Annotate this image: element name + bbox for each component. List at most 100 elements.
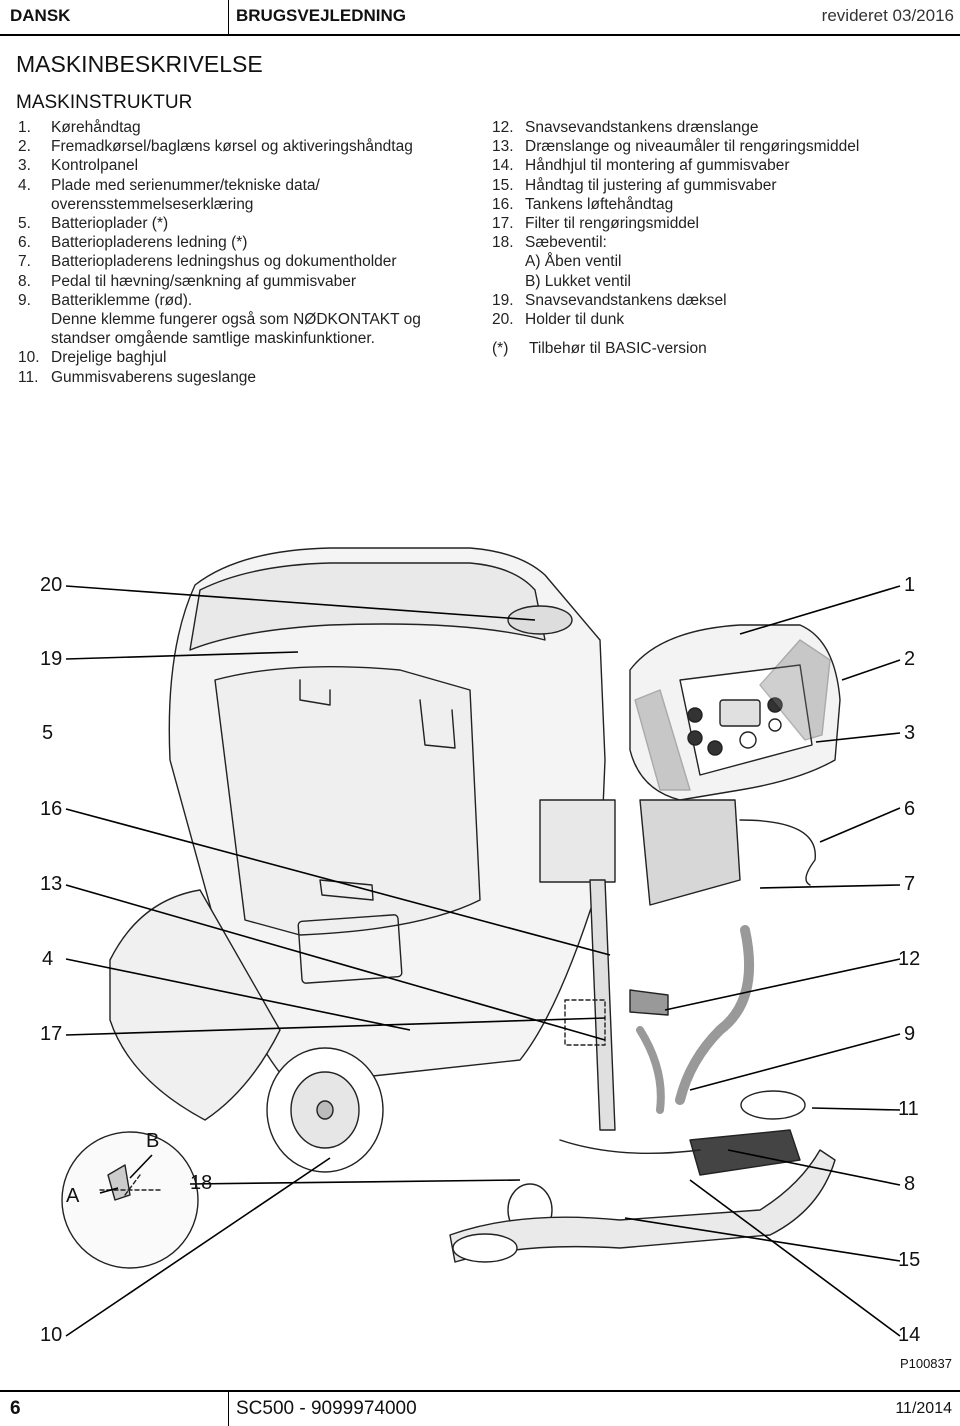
- inset-label-a: A: [66, 1185, 80, 1207]
- drain-hose: [675, 925, 755, 1105]
- callout-10: 10: [40, 1324, 63, 1346]
- callout-15: 15: [898, 1249, 921, 1271]
- list-item: 2.Fremadkørsel/baglæns kørsel og aktiver…: [18, 137, 458, 156]
- brush-deck: [109, 889, 281, 1121]
- charger-cable: [739, 819, 816, 886]
- list-item: 17. Filter til rengøringsmiddel: [492, 214, 932, 233]
- section-title: MASKINSTRUKTUR: [16, 92, 193, 113]
- item-text: Drejelige baghjul: [51, 349, 167, 367]
- item-text: Pedal til hævning/sænkning af gummisvabe…: [51, 272, 356, 290]
- list-item: 13.Drænslange og niveaumåler til rengøri…: [492, 137, 932, 156]
- item-number: 9.: [18, 291, 31, 309]
- callout-17: 17: [40, 1023, 63, 1045]
- callout-4: 4: [42, 948, 54, 970]
- list-item: 15.Håndtag til justering af gummisvaber: [492, 176, 932, 195]
- squeegee-hose: [636, 1026, 665, 1114]
- header-language: DANSK: [10, 6, 71, 25]
- detergent-filter: [564, 999, 606, 1046]
- item-number: 10.: [18, 349, 40, 367]
- callout-18: 18: [190, 1172, 213, 1194]
- item-number: 8.: [18, 272, 31, 290]
- page-title: MASKINBESKRIVELSE: [16, 51, 263, 77]
- list-item: 19. Snavsevandstankens dæksel: [492, 291, 932, 310]
- item-number: 19.: [492, 291, 514, 309]
- header-doc-type: BRUGSVEJLEDNING: [236, 6, 407, 25]
- item-text: Kontrolpanel: [51, 157, 139, 175]
- display-screen: [719, 699, 761, 727]
- list-item: 7.Batteriopladerens ledningshus og dokum…: [18, 252, 458, 271]
- list-item: 3. Kontrolpanel: [18, 156, 458, 175]
- list-item: 5. Batterioplader (*): [18, 214, 458, 233]
- item-text: Tankens løftehåndtag: [525, 195, 674, 213]
- item-text: overensstemmelseserklæring: [51, 195, 254, 213]
- item-number: 3.: [18, 157, 31, 175]
- callout-13: 13: [40, 873, 63, 895]
- squeegee-wheel-left: [452, 1233, 518, 1263]
- item-text: Denne klemme fungerer også som NØDKONTAK…: [51, 311, 421, 329]
- model-number: SC500 - 9099974000: [236, 1398, 417, 1419]
- list-item: 14. Håndhjul til montering af gummisvaber: [492, 156, 932, 175]
- list-item: overensstemmelseserklæring: [18, 195, 458, 214]
- item-number: 17.: [492, 215, 514, 233]
- soap-valve-inset: [61, 1131, 199, 1269]
- item-number: 6.: [18, 234, 31, 252]
- item-text: Snavsevandstankens dæksel: [525, 291, 727, 309]
- callout-14: 14: [898, 1324, 921, 1346]
- list-item: 6. Batteriopladerens ledning (*): [18, 233, 458, 252]
- callout-12: 12: [898, 948, 921, 970]
- squeegee: [449, 1149, 836, 1263]
- callout-20: 20: [40, 574, 63, 596]
- item-text: B) Lukket ventil: [525, 272, 631, 290]
- item-text: Kørehåndtag: [51, 119, 141, 136]
- squeegee-knob: [740, 1090, 806, 1120]
- item-text: Sæbeventil:: [525, 234, 607, 252]
- item-text: A) Åben ventil: [525, 253, 622, 271]
- item-number: 11.: [18, 368, 39, 386]
- footnote-marker: (*): [492, 340, 509, 358]
- tank-lid: [189, 562, 546, 651]
- cable-housing: [639, 799, 741, 906]
- item-number: 12.: [492, 119, 514, 136]
- list-item: 9. Batteriklemme (rød).: [18, 291, 458, 310]
- item-text: Snavsevandstankens drænslange: [525, 119, 759, 136]
- list-item: A) Åben ventil: [492, 252, 932, 271]
- callout-19: 19: [40, 648, 63, 670]
- battery-charger: [539, 799, 616, 883]
- footer-rule: [0, 1390, 960, 1392]
- item-text: Batterioplader (*): [51, 215, 169, 233]
- callout-6: 6: [904, 798, 916, 820]
- page-number: 6: [10, 1398, 21, 1419]
- item-text: Gummisvaberens sugeslange: [51, 368, 257, 386]
- item-text: Filter til rengøringsmiddel: [525, 215, 699, 233]
- item-text: Håndtag til justering af gummisvaber: [525, 176, 777, 194]
- item-number: 5.: [18, 215, 31, 233]
- item-text: standser omgående samtlige maskinfunktio…: [51, 330, 375, 348]
- canister-holder: [507, 605, 573, 635]
- item-number: 18.: [492, 234, 514, 252]
- callout-5: 5: [42, 722, 54, 744]
- item-text: Batteriklemme (rød).: [51, 291, 193, 309]
- list-item: 1.Kørehåndtag: [18, 118, 458, 137]
- item-text: Batteriopladerens ledning (*): [51, 234, 248, 252]
- page-header: DANSK BRUGSVEJLEDNING revideret 03/2016: [0, 0, 960, 36]
- callout-1: 1: [904, 574, 916, 596]
- item-number: 4.: [18, 176, 31, 194]
- page-footer: 6 SC500 - 9099974000 11/2014: [0, 1390, 960, 1426]
- figure-code: P100837: [899, 1356, 952, 1371]
- item-number: 14.: [492, 157, 514, 175]
- footnote-text: Tilbehør til BASIC-version: [529, 340, 707, 358]
- list-item: 10. Drejelige baghjul: [18, 348, 458, 367]
- header-rule: [0, 34, 960, 36]
- item-text: Plade med serienummer/tekniske data/: [51, 176, 320, 194]
- header-revision: revideret 03/2016: [821, 6, 954, 25]
- footnote: (*) Tilbehør til BASIC-version: [492, 339, 932, 358]
- list-item: 4. Plade med serienummer/tekniske data/: [18, 176, 458, 195]
- parts-list-left: 1.Kørehåndtag 2.Fremadkørsel/baglæns kør…: [18, 118, 458, 387]
- footer-divider: [228, 1392, 229, 1426]
- tank-front: [214, 665, 481, 936]
- item-text: Håndhjul til montering af gummisvaber: [525, 157, 790, 175]
- list-item: 16. Tankens løftehåndtag: [492, 195, 932, 214]
- callout-3: 3: [904, 722, 916, 744]
- item-number: 16.: [492, 195, 514, 213]
- list-item: 12. Snavsevandstankens drænslange: [492, 118, 932, 137]
